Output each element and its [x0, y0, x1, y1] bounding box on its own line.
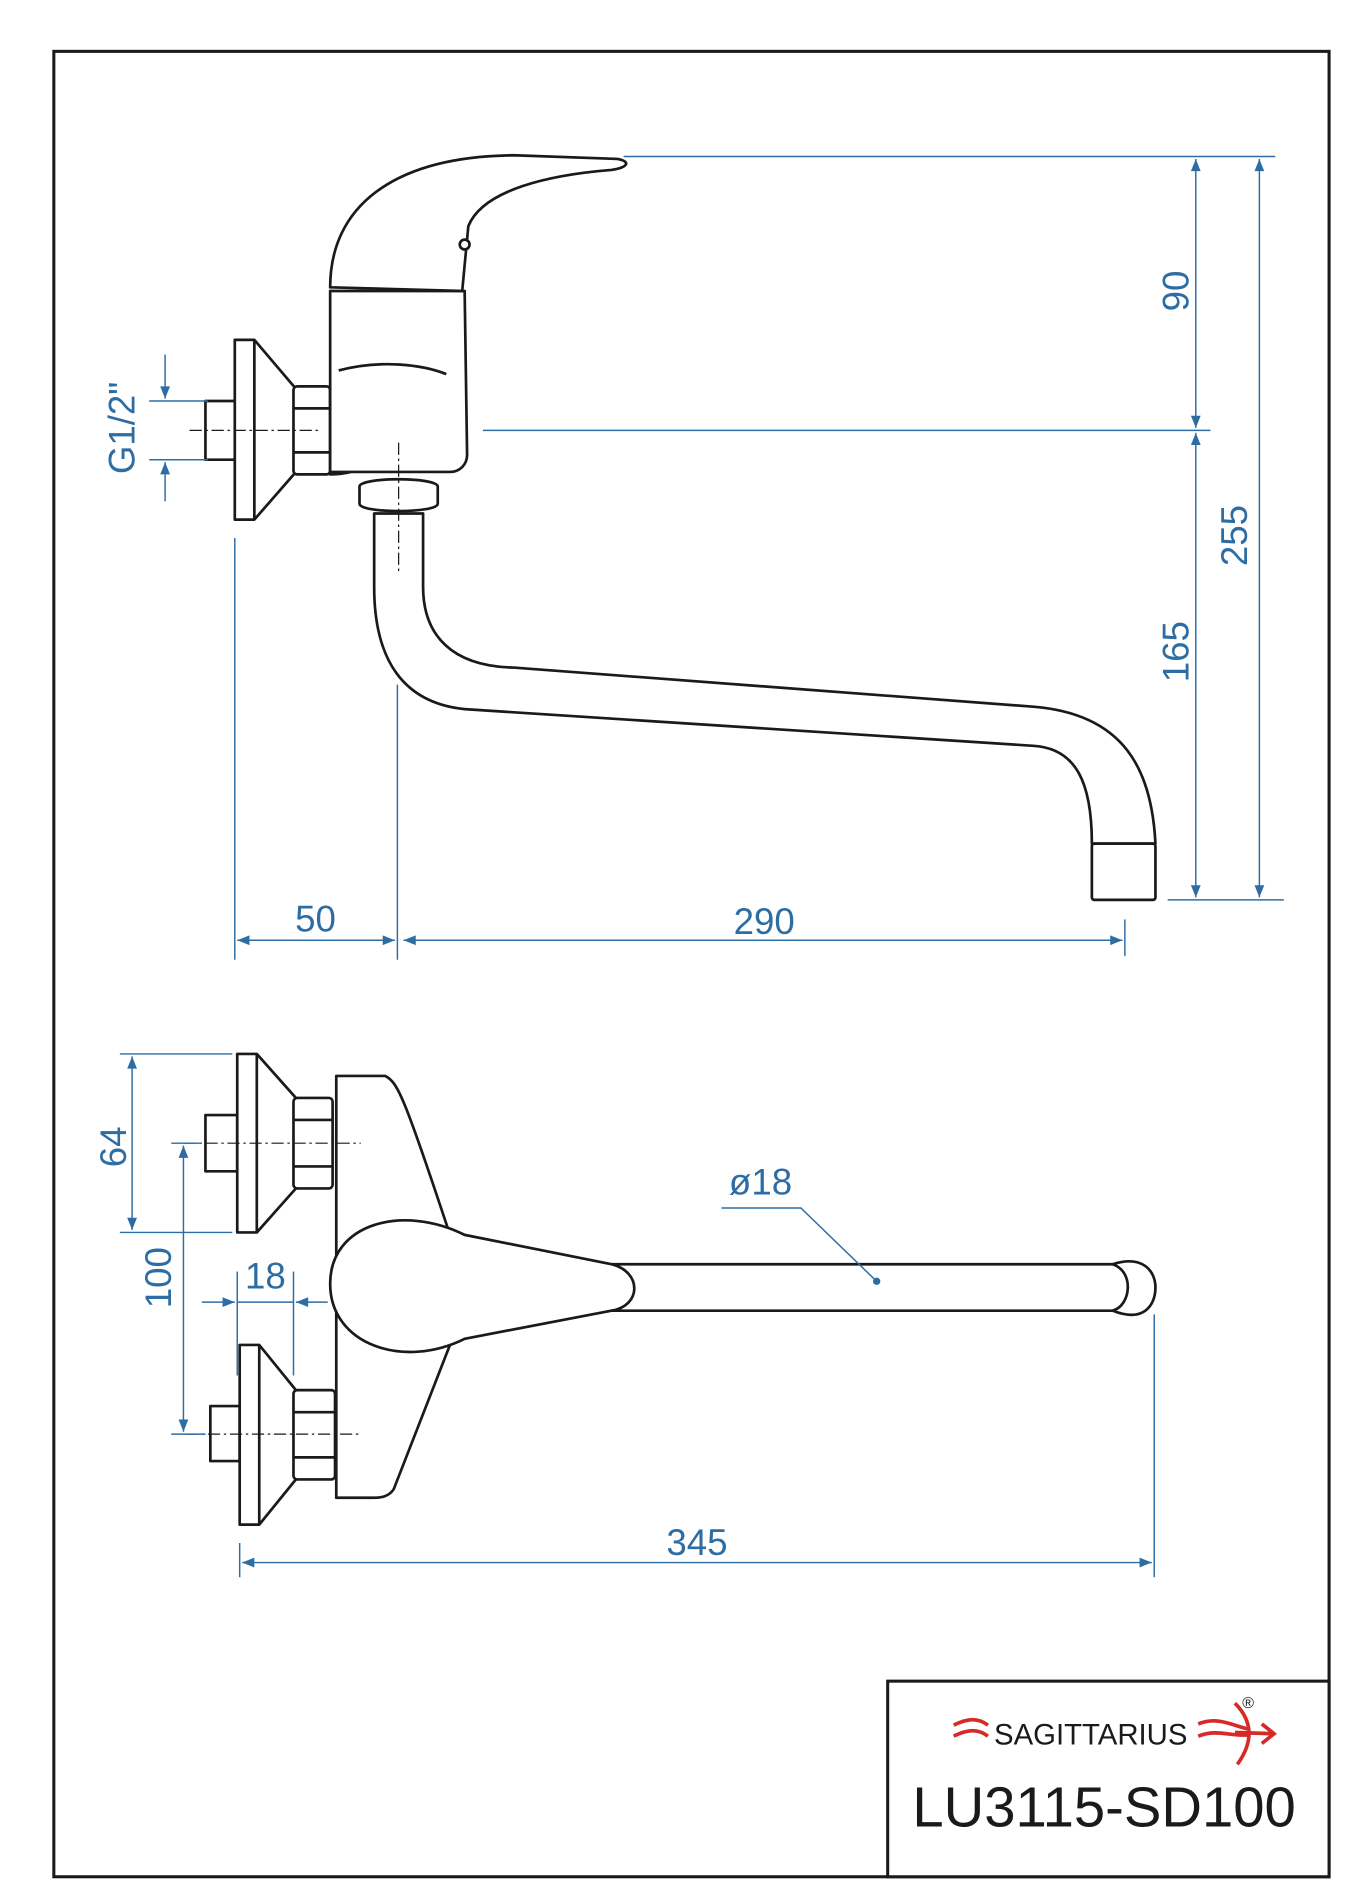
dim-flange-diameter: 64	[93, 1126, 134, 1167]
side-view-faucet	[189, 153, 1157, 902]
sheet-border	[52, 49, 1331, 1879]
dim-thread: G1/2"	[102, 382, 143, 474]
lever-top	[328, 1219, 636, 1354]
dim-spout-height: 165	[1155, 621, 1196, 682]
dim-center-distance: 100	[138, 1247, 179, 1308]
dim-total-length: 345	[666, 1522, 727, 1563]
brand-logo: SAGITTARIUS ®	[952, 1695, 1277, 1766]
top-view-faucet	[183, 1052, 1157, 1526]
registered-mark: ®	[1242, 1695, 1254, 1712]
brand-name: SAGITTARIUS	[994, 1719, 1187, 1752]
dim-spout-reach: 290	[734, 901, 795, 942]
side-view-dimensions: 90 165 255 G1/2" 50 290	[102, 155, 1284, 960]
model-number: LU3115-SD100	[912, 1776, 1295, 1839]
dim-spout-diameter: ø18	[729, 1162, 792, 1203]
body	[328, 289, 469, 474]
spout	[372, 512, 1157, 845]
spout-end	[1111, 1260, 1157, 1317]
dim-wall-offset: 50	[295, 899, 336, 940]
aerator	[1090, 842, 1157, 902]
dim-flange-depth: 18	[245, 1256, 286, 1297]
dim-handle-height: 90	[1155, 271, 1196, 312]
title-block: SAGITTARIUS ® LU3115-SD100	[886, 1679, 1331, 1879]
top-view-dimensions: 64 100 18 ø18 345	[93, 1053, 1155, 1578]
lever-handle	[328, 153, 628, 293]
dim-total-height: 255	[1214, 505, 1255, 566]
spout-bar	[610, 1262, 1133, 1313]
